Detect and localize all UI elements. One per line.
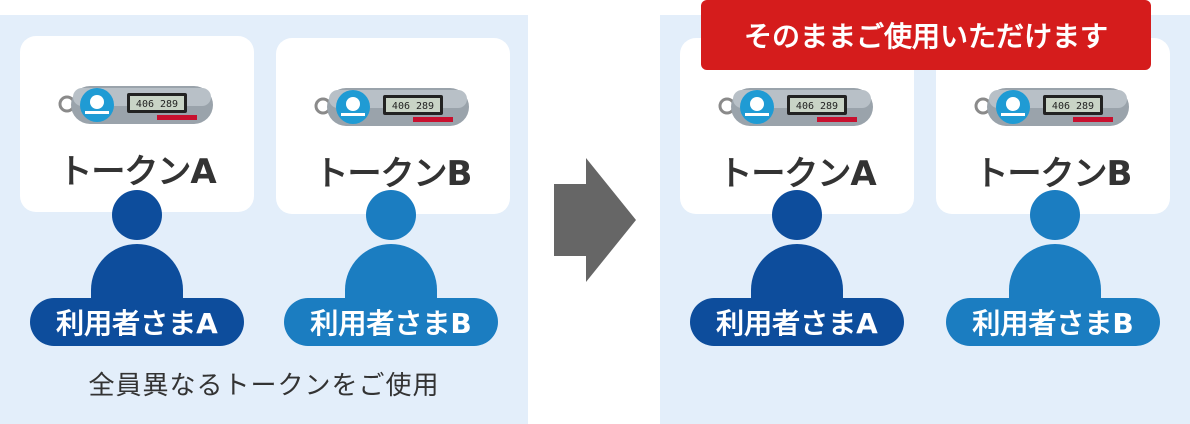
continue-use-banner: そのままご使用いただけます xyxy=(701,0,1151,70)
security-token-icon xyxy=(718,86,875,128)
caption-different-tokens: 全員異なるトークンをご使用 xyxy=(88,371,440,401)
user-b-badge: 利用者さまB xyxy=(284,298,498,346)
user-b-person-icon-right xyxy=(995,190,1115,315)
token-card-a: トークンA xyxy=(20,36,254,212)
token-a-label-right: トークンA xyxy=(718,154,876,194)
token-card-b: トークンB xyxy=(276,38,510,214)
security-token-icon xyxy=(58,84,215,126)
token-b-label: トークンB xyxy=(314,154,473,194)
user-a-badge: 利用者さまA xyxy=(30,298,244,346)
user-a-badge-right: 利用者さまA xyxy=(690,298,904,346)
arrow-right-icon xyxy=(554,158,636,282)
security-token-icon xyxy=(314,86,471,128)
token-a-label: トークンA xyxy=(58,152,216,192)
user-a-person-icon xyxy=(77,190,197,315)
user-b-badge-right: 利用者さまB xyxy=(946,298,1160,346)
security-token-icon xyxy=(974,86,1131,128)
token-b-label-right: トークンB xyxy=(974,154,1133,194)
user-a-person-icon-right xyxy=(737,190,857,315)
user-b-person-icon xyxy=(331,190,451,315)
